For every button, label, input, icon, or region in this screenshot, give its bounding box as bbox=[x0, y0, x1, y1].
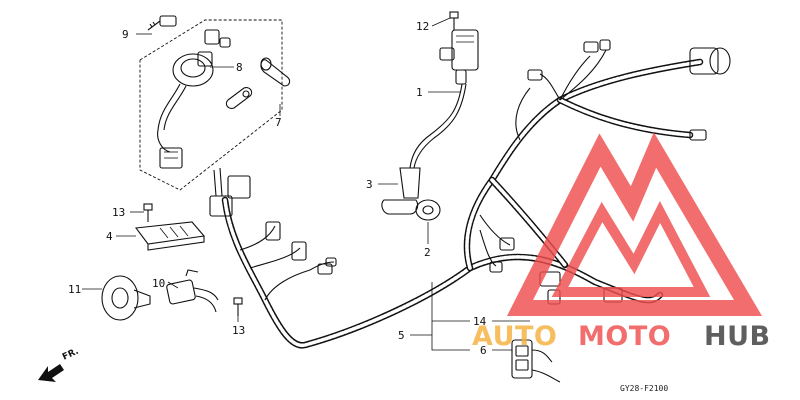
callouts: 9 8 7 12 1 3 2 13 4 11 10 13 5 14 6 bbox=[68, 20, 487, 357]
ignition-switch-icon bbox=[157, 29, 231, 169]
seat-lock-cylinder-icon bbox=[260, 57, 291, 87]
watermark-logo: AUTO MOTO HUB bbox=[472, 132, 771, 352]
callout-13-upper: 13 bbox=[112, 206, 125, 219]
callout-9: 9 bbox=[122, 28, 129, 41]
bolt-icon bbox=[449, 11, 459, 30]
triangle-logo-icon bbox=[506, 132, 762, 316]
watermark-word-hub: HUB bbox=[704, 321, 771, 352]
callout-7: 7 bbox=[275, 116, 282, 129]
spark-plug-cap-icon bbox=[381, 167, 421, 215]
callout-4: 4 bbox=[106, 230, 113, 243]
grommet-icon bbox=[415, 199, 441, 221]
watermark-word-moto: MOTO bbox=[578, 321, 671, 352]
regulator-rectifier-icon bbox=[134, 221, 206, 251]
starter-relay-icon bbox=[166, 269, 219, 313]
fuse-box-icon bbox=[511, 339, 561, 383]
arrow-icon bbox=[38, 364, 64, 382]
drawing-code: GY28-F2100 bbox=[620, 384, 668, 393]
callout-12: 12 bbox=[416, 20, 429, 33]
callout-10: 10 bbox=[152, 277, 165, 290]
key-icon bbox=[147, 15, 177, 31]
screw-icon bbox=[143, 203, 153, 222]
switch-kit-boundary bbox=[139, 19, 283, 191]
high-tension-cord bbox=[409, 83, 463, 169]
lock-cylinder-icon bbox=[225, 87, 253, 109]
watermark-word-auto: AUTO bbox=[472, 321, 557, 352]
callout-3: 3 bbox=[366, 178, 373, 191]
connector-icon bbox=[209, 39, 731, 305]
direction-label: FR. bbox=[61, 347, 80, 363]
high-tension-cord-outer bbox=[413, 83, 467, 169]
front-direction-indicator: FR. bbox=[38, 347, 80, 382]
callout-leaders bbox=[82, 17, 530, 351]
callout-2: 2 bbox=[424, 246, 431, 259]
callout-5: 5 bbox=[398, 329, 405, 342]
main-wire-harness bbox=[221, 49, 704, 349]
callout-1: 1 bbox=[416, 86, 423, 99]
horn-icon bbox=[101, 275, 151, 321]
ignition-switch-assembly bbox=[139, 15, 291, 191]
callout-11: 11 bbox=[68, 283, 81, 296]
ignition-coil-icon bbox=[439, 29, 479, 85]
callout-13-lower: 13 bbox=[232, 324, 245, 337]
screw-icon bbox=[233, 297, 243, 316]
callout-14: 14 bbox=[473, 315, 487, 328]
callout-6: 6 bbox=[480, 344, 487, 357]
callout-8: 8 bbox=[236, 61, 243, 74]
